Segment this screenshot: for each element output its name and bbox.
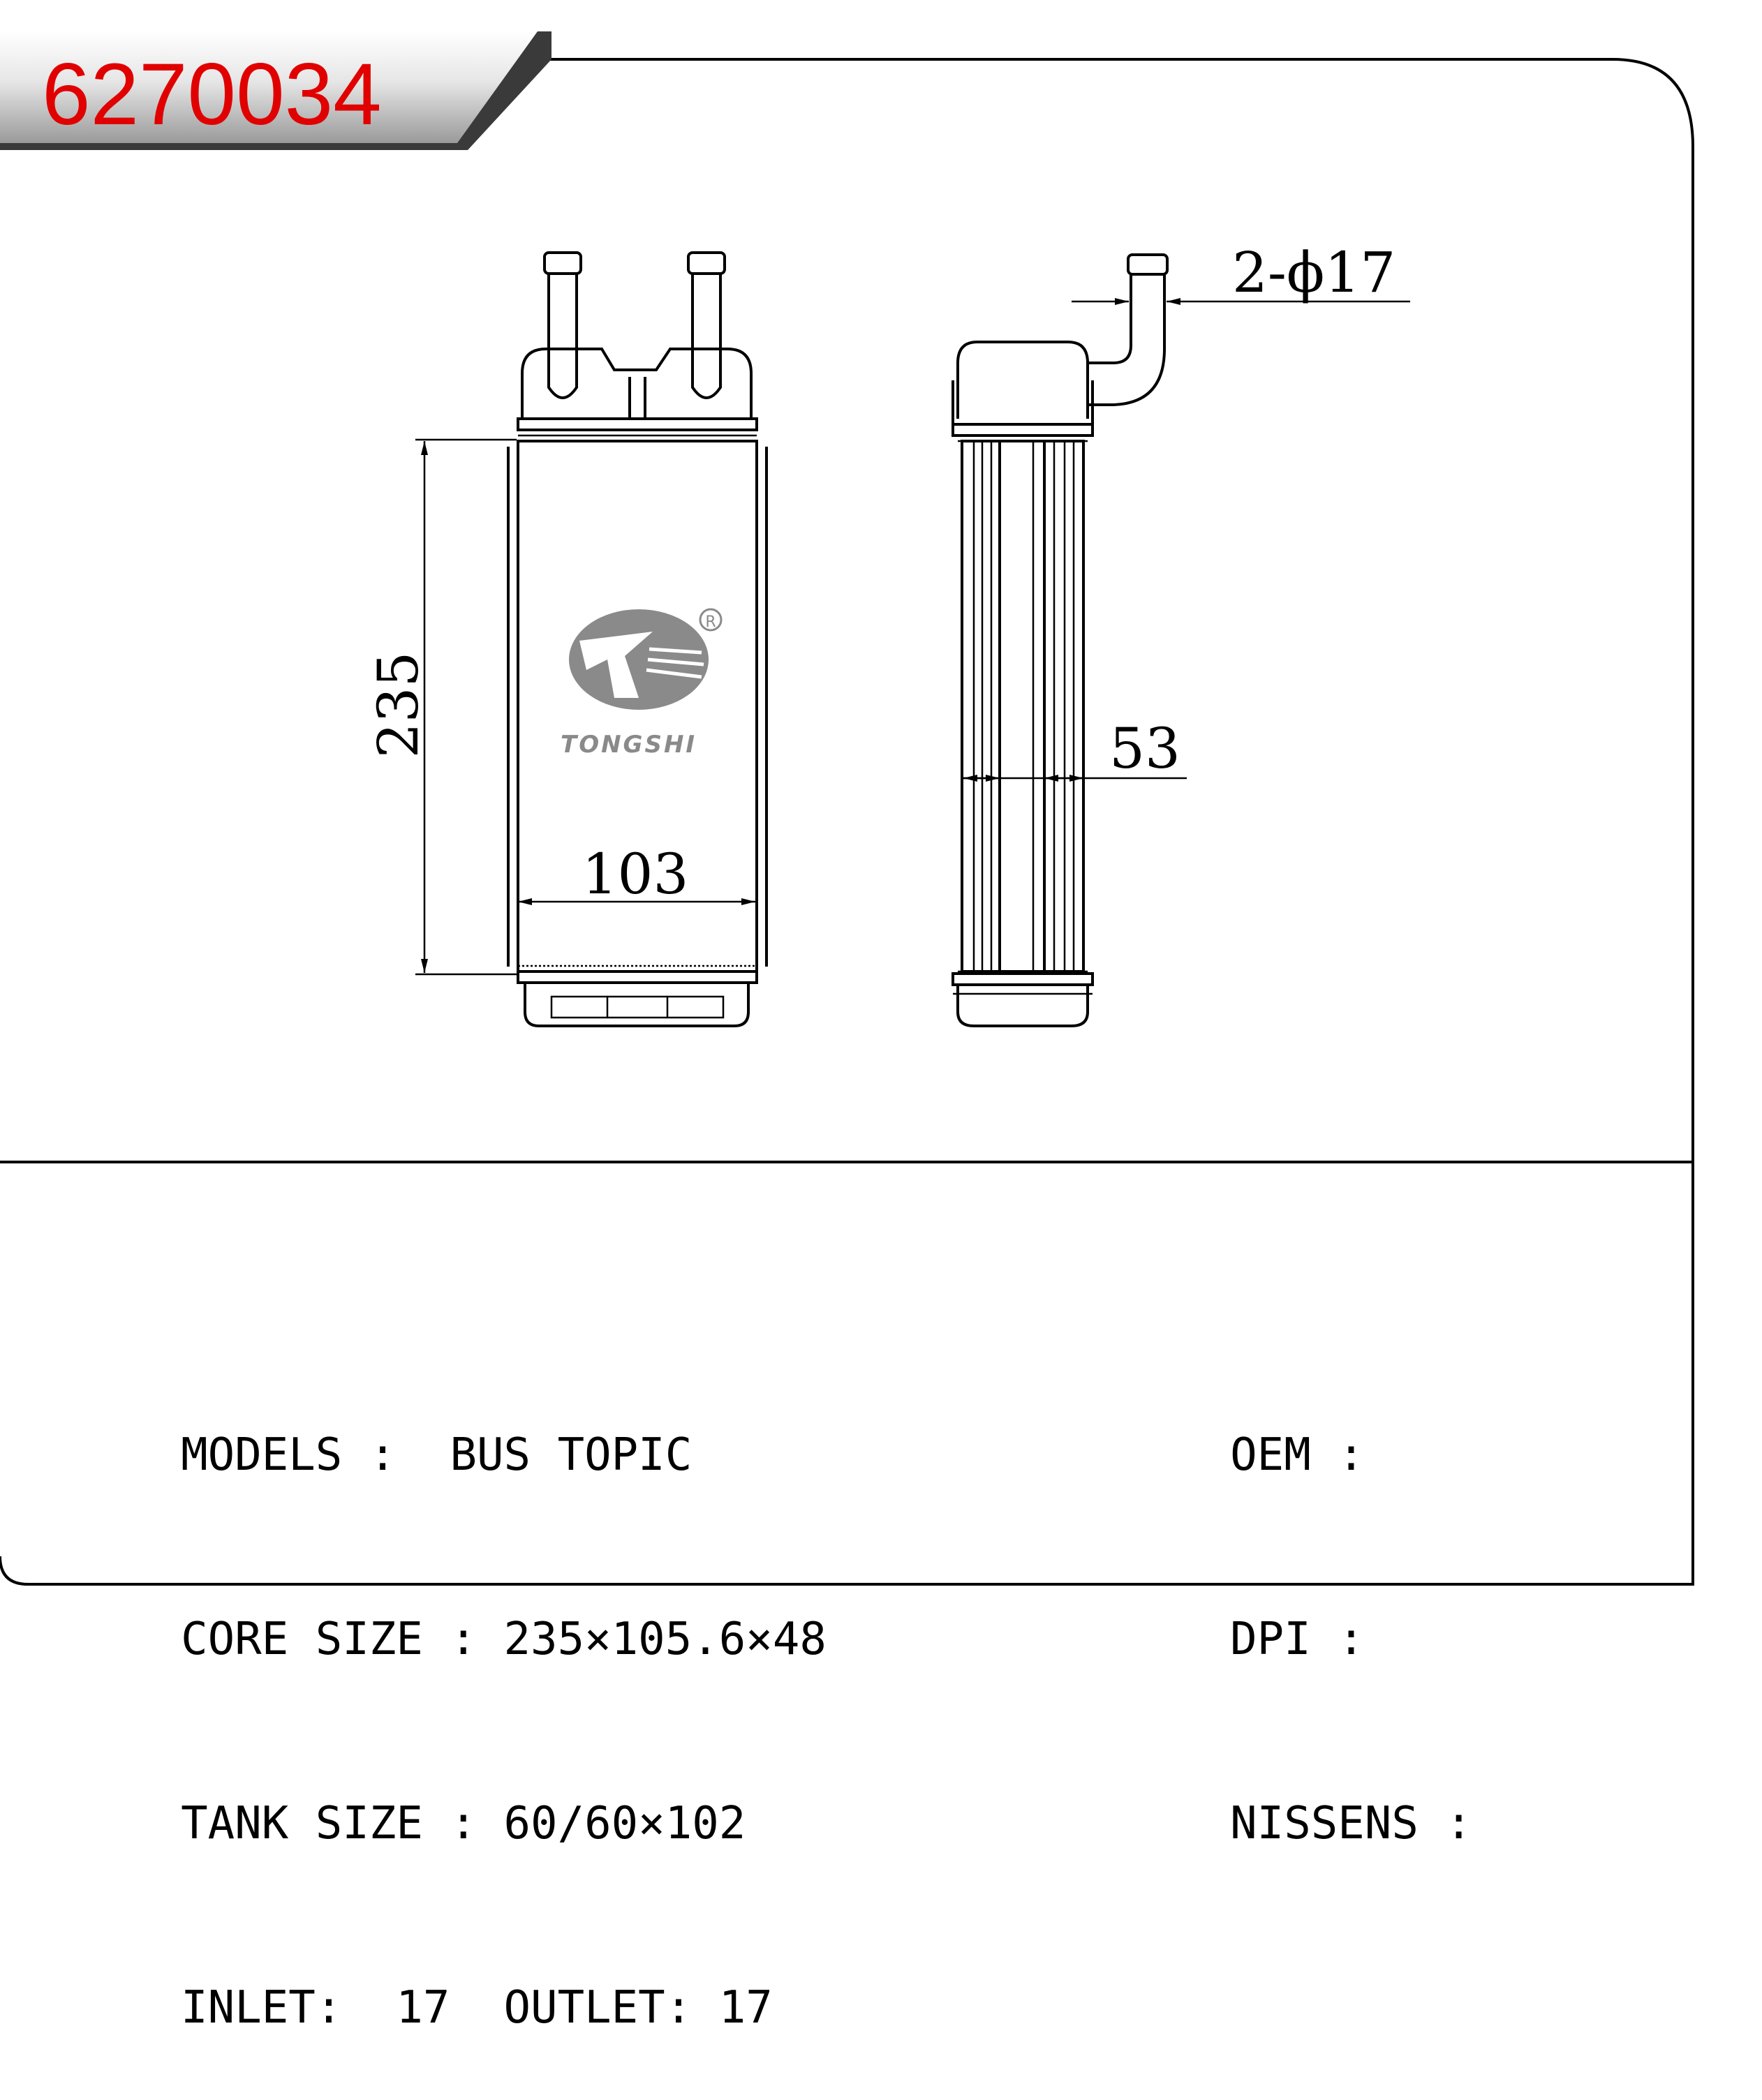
spec-label: NISSENS :: [1230, 1798, 1472, 1849]
part-number: 6270034: [42, 46, 382, 143]
pipe-dimension: 2-ϕ17: [1232, 240, 1395, 305]
spec-tank-size: TANK SIZE : 60/60×102: [73, 1732, 827, 1849]
depth-dimension: 53: [1109, 716, 1180, 781]
front-view: R TONGSHI 235 103: [366, 251, 768, 1027]
height-dimension: 235: [366, 652, 431, 759]
spec-block-right: OEM : DPI : NISSENS :: [1123, 1240, 1472, 1854]
spec-oem: OEM :: [1123, 1363, 1472, 1481]
tongshi-logo: R TONGSHI: [561, 608, 723, 759]
spec-block-left: MODELS : BUS TOPIC CORE SIZE : 235×105.6…: [73, 1240, 827, 2039]
technical-drawing: 6270034 R TONGSHI: [0, 31, 1694, 1586]
drawing-frame: [0, 58, 1694, 1586]
spec-inlet-outlet: INLET: 17 OUTLET: 17: [73, 1916, 827, 2034]
side-view: 2-ϕ17 53: [952, 240, 1410, 1027]
brand-name: TONGSHI: [561, 731, 697, 759]
spec-label: TANK SIZE :: [181, 1798, 477, 1849]
spec-value: 235×105.6×48: [503, 1614, 827, 1665]
part-number-tab: 6270034: [0, 31, 551, 150]
spec-label: MODELS :: [181, 1429, 397, 1481]
spec-label: OEM :: [1230, 1429, 1365, 1481]
spec-label: DPI :: [1230, 1614, 1365, 1665]
spec-value: 17: [396, 1982, 450, 2034]
spec-label: INLET:: [181, 1982, 343, 2034]
spec-value: 17: [718, 1982, 773, 2034]
spec-value: BUS TOPIC: [450, 1429, 693, 1481]
spec-nissens: NISSENS :: [1123, 1732, 1472, 1849]
width-dimension: 103: [582, 842, 689, 907]
registered-mark: R: [705, 613, 716, 631]
spec-value: 60/60×102: [503, 1798, 746, 1849]
spec-models: MODELS : BUS TOPIC: [73, 1363, 827, 1481]
spec-label: CORE SIZE :: [181, 1614, 477, 1665]
spec-core-size: CORE SIZE : 235×105.6×48: [73, 1547, 827, 1665]
spec-dpi: DPI :: [1123, 1547, 1472, 1665]
spec-label: OUTLET:: [503, 1982, 693, 2034]
